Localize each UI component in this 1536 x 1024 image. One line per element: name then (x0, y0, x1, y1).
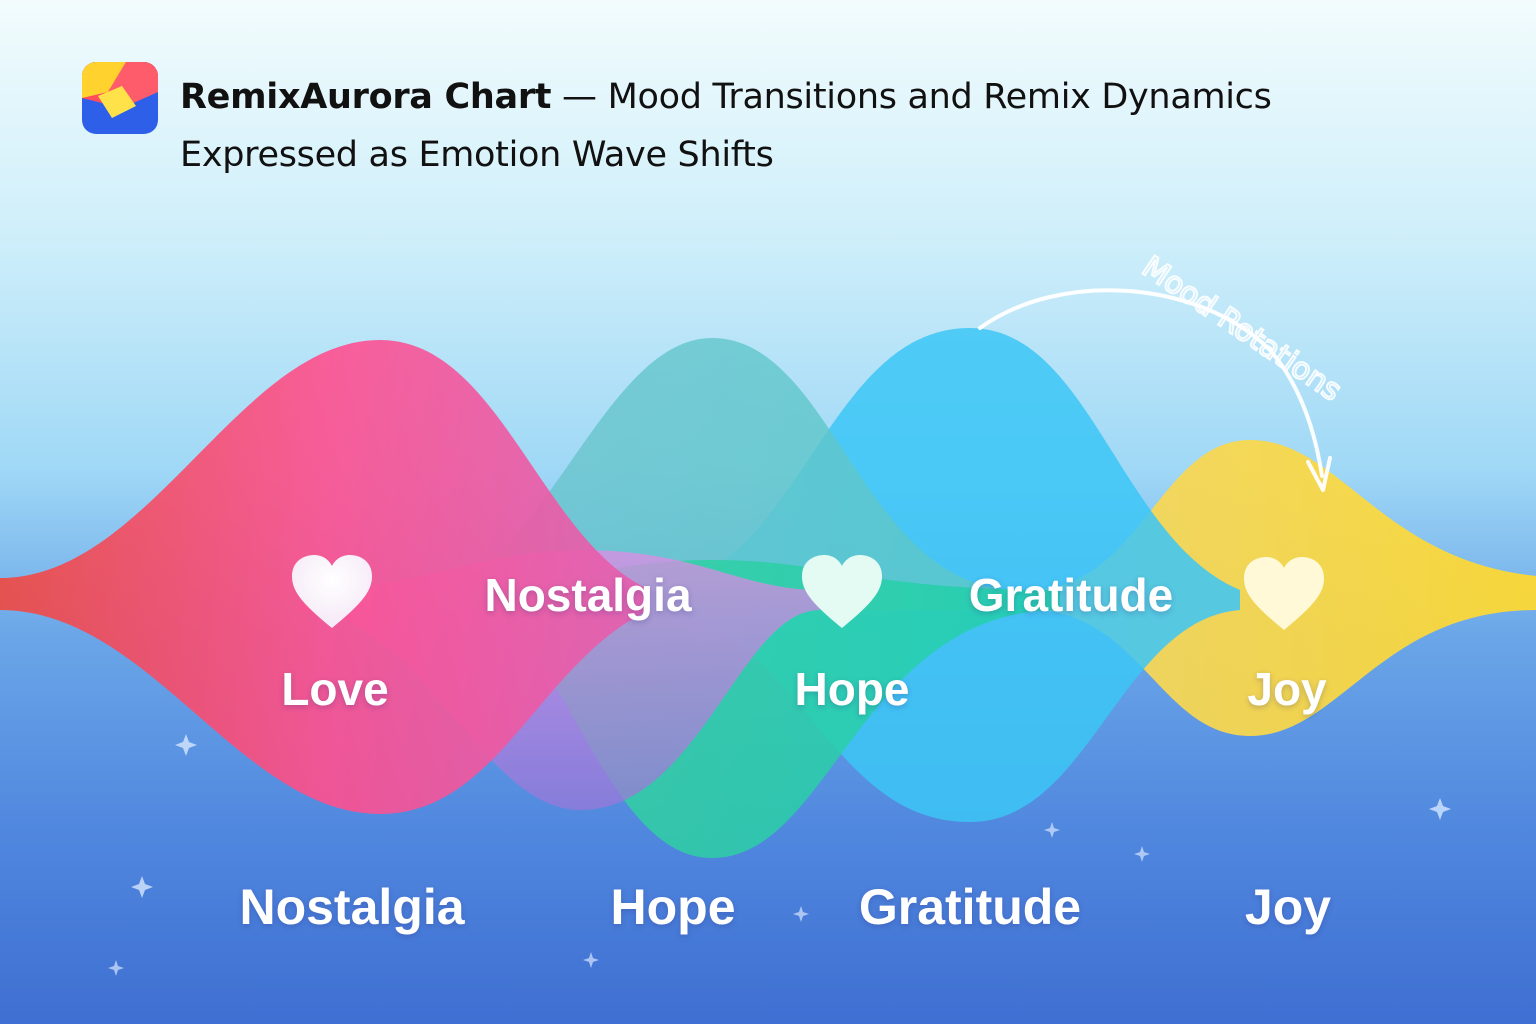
heart-icon-joy (1244, 557, 1324, 630)
wave-label-nostalgia: Nostalgia (484, 569, 692, 621)
wave-label-hope: Hope (794, 663, 910, 715)
header: RemixAurora Chart — Mood Transitions and… (82, 62, 1272, 176)
title-block: RemixAurora Chart — Mood Transitions and… (180, 76, 1272, 176)
arrow-head (1306, 456, 1332, 492)
title-strong: RemixAurora Chart (180, 77, 552, 117)
sparkle-icon (1044, 822, 1060, 838)
wave-label-joy: Joy (1247, 663, 1327, 715)
sparkle-icon (108, 960, 124, 976)
curved-arrow-icon (978, 288, 1324, 478)
remixaurora-logo-icon (82, 62, 158, 134)
title-dash: — (551, 77, 608, 117)
heart-icon-love (292, 555, 372, 628)
sparkle-icon (583, 952, 599, 968)
title-rest: Mood Transitions and Remix Dynamics (607, 77, 1272, 117)
page-subtitle: Expressed as Emotion Wave Shifts (180, 135, 774, 175)
heart-icon-hope (802, 555, 882, 628)
bottom-label-nostalgia: Nostalgia (239, 879, 465, 935)
bottom-label-gratitude: Gratitude (858, 879, 1082, 935)
page-title: RemixAurora Chart — Mood Transitions and… (180, 76, 1272, 118)
sparkles (108, 734, 1451, 976)
annotation-text: Mood Rotations (1136, 250, 1348, 409)
sparkle-icon (131, 876, 153, 898)
wave-label-love: Love (281, 663, 389, 715)
bottom-label-hope: Hope (610, 879, 736, 935)
sparkle-icon (175, 734, 197, 756)
wave-label-gratitude: Gratitude (968, 569, 1174, 621)
sparkle-icon (793, 906, 809, 922)
bottom-label-joy: Joy (1244, 879, 1332, 935)
sparkle-icon (1429, 798, 1451, 820)
sparkle-icon (1134, 846, 1150, 862)
